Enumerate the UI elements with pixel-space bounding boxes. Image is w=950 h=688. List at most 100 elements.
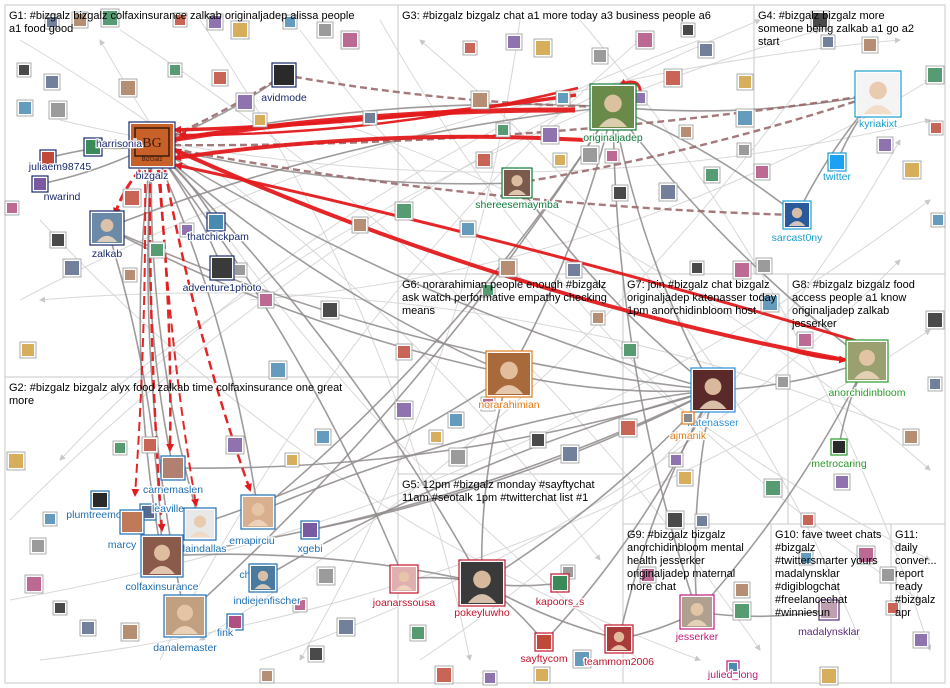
avatar-node-5[interactable] xyxy=(230,20,250,40)
avatar-node-93[interactable] xyxy=(800,512,816,528)
avatar-node-28[interactable] xyxy=(257,291,275,309)
avatar-node-88[interactable] xyxy=(796,331,814,349)
avatar-node-99[interactable] xyxy=(52,600,68,616)
avatar-node-107[interactable] xyxy=(316,566,336,586)
avatar-node-119[interactable] xyxy=(665,510,685,530)
avatar-node-57[interactable] xyxy=(736,142,752,158)
node-plumtreemo[interactable]: plumtreemo xyxy=(65,490,123,522)
node-shereesemaymba[interactable]: shereesemaymba xyxy=(474,167,560,212)
avatar-node-121[interactable] xyxy=(733,581,751,599)
avatar-node-69[interactable] xyxy=(689,260,705,276)
avatar-node-86[interactable] xyxy=(760,293,780,313)
node-anorchidinbloom[interactable]: anorchidinbloom xyxy=(827,339,907,400)
avatar-node-66[interactable] xyxy=(930,212,946,228)
avatar-node-11[interactable] xyxy=(118,78,138,98)
avatar-node-76[interactable] xyxy=(447,411,465,429)
avatar-node-122[interactable] xyxy=(732,601,752,621)
node-ajmanik[interactable]: ajmanik xyxy=(669,411,708,443)
avatar-node-59[interactable] xyxy=(810,10,830,30)
avatar-node-17[interactable] xyxy=(48,100,68,120)
node-katenasser[interactable]: katenasser xyxy=(686,367,740,430)
avatar-node-39[interactable] xyxy=(680,22,696,38)
avatar-node-14[interactable] xyxy=(235,92,255,112)
avatar-node-43[interactable] xyxy=(475,151,493,169)
avatar-node-96[interactable] xyxy=(42,511,58,527)
avatar-node-85[interactable] xyxy=(676,469,694,487)
avatar-node-4[interactable] xyxy=(206,13,224,31)
avatar-node-38[interactable] xyxy=(635,30,655,50)
avatar-node-91[interactable] xyxy=(902,428,920,446)
avatar-node-56[interactable] xyxy=(735,108,755,128)
avatar-node-70[interactable] xyxy=(565,261,583,279)
avatar-node-75[interactable] xyxy=(428,429,444,445)
avatar-node-106[interactable] xyxy=(314,428,332,446)
avatar-node-60[interactable] xyxy=(820,34,836,50)
avatar-node-33[interactable] xyxy=(462,40,478,56)
avatar-node-109[interactable] xyxy=(307,645,325,663)
avatar-node-42[interactable] xyxy=(495,122,511,138)
avatar-node-13[interactable] xyxy=(211,69,229,87)
node-adventure1photo[interactable]: adventure1photo xyxy=(181,255,263,295)
avatar-node-77[interactable] xyxy=(448,447,468,467)
avatar-node-61[interactable] xyxy=(861,36,879,54)
avatar-node-34[interactable] xyxy=(505,33,523,51)
avatar-node-105[interactable] xyxy=(284,452,300,468)
avatar-node-30[interactable] xyxy=(362,110,378,126)
avatar-node-45[interactable] xyxy=(552,152,568,168)
avatar-node-98[interactable] xyxy=(24,574,44,594)
avatar-node-112[interactable] xyxy=(409,624,427,642)
node-indiejenfischer[interactable]: indiejenfischer xyxy=(232,563,302,608)
avatar-node-103[interactable] xyxy=(141,436,159,454)
avatar-node-67[interactable] xyxy=(755,257,773,275)
node-metrocaring[interactable]: metrocaring xyxy=(810,438,868,471)
avatar-node-37[interactable] xyxy=(591,47,609,65)
avatar-node-50[interactable] xyxy=(658,182,678,202)
avatar-node-104[interactable] xyxy=(225,435,245,455)
node-marcy[interactable]: marcy xyxy=(106,509,145,552)
avatar-node-113[interactable] xyxy=(434,665,454,685)
node-juliaem[interactable]: juliaem98745 xyxy=(27,149,93,174)
avatar-node-22[interactable] xyxy=(148,241,166,259)
avatar-node-111[interactable] xyxy=(259,668,275,684)
avatar-node-126[interactable] xyxy=(798,550,814,566)
avatar-node-108[interactable] xyxy=(292,597,308,613)
node-julied_long[interactable]: julied_long xyxy=(706,660,760,682)
node-nwarind[interactable]: nwarind xyxy=(31,175,82,204)
avatar-node-79[interactable] xyxy=(529,431,547,449)
node-harrisonia[interactable]: harrisonia xyxy=(83,137,143,157)
node-carnemaslen[interactable]: carnemaslen xyxy=(142,455,204,497)
avatar-node-83[interactable] xyxy=(618,418,638,438)
avatar-node-128[interactable] xyxy=(856,545,876,565)
node-jesserker[interactable]: jesserker xyxy=(673,594,720,644)
node-xgebi[interactable]: xgebi xyxy=(296,520,324,556)
avatar-node-15[interactable] xyxy=(252,112,268,128)
avatar-node-71[interactable] xyxy=(498,258,518,278)
avatar-node-114[interactable] xyxy=(482,670,498,686)
avatar-node-3[interactable] xyxy=(172,12,188,28)
node-kyriakixt[interactable]: kyriakixt xyxy=(854,70,902,131)
node-joanarssousa[interactable]: joanarssousa xyxy=(371,564,437,610)
avatar-node-36[interactable] xyxy=(555,90,571,106)
avatar-node-35[interactable] xyxy=(533,38,553,58)
node-leaville[interactable]: leaville xyxy=(139,502,185,521)
avatar-node-29[interactable] xyxy=(320,300,340,320)
node-norarahimian[interactable]: norarahimian xyxy=(477,350,541,412)
avatar-node-68[interactable] xyxy=(732,260,752,280)
node-pokeyluwho[interactable]: pokeyluwho xyxy=(453,559,511,620)
avatar-node-26[interactable] xyxy=(268,360,288,380)
avatar-node-2[interactable] xyxy=(100,8,120,28)
avatar-node-62[interactable] xyxy=(925,65,945,85)
avatar-node-31[interactable] xyxy=(351,216,369,234)
avatar-node-12[interactable] xyxy=(167,62,183,78)
avatar-node-125[interactable] xyxy=(819,666,839,686)
avatar-node-80[interactable] xyxy=(560,444,580,464)
node-zalkab[interactable]: zalkab xyxy=(89,210,125,261)
avatar-node-124[interactable] xyxy=(912,631,930,649)
avatar-node-87[interactable] xyxy=(775,374,791,390)
avatar-node-74[interactable] xyxy=(394,400,414,420)
avatar-node-64[interactable] xyxy=(876,136,894,154)
avatar-node-102[interactable] xyxy=(112,440,128,456)
avatar-node-21[interactable] xyxy=(122,267,138,283)
avatar-node-40[interactable] xyxy=(697,41,715,59)
